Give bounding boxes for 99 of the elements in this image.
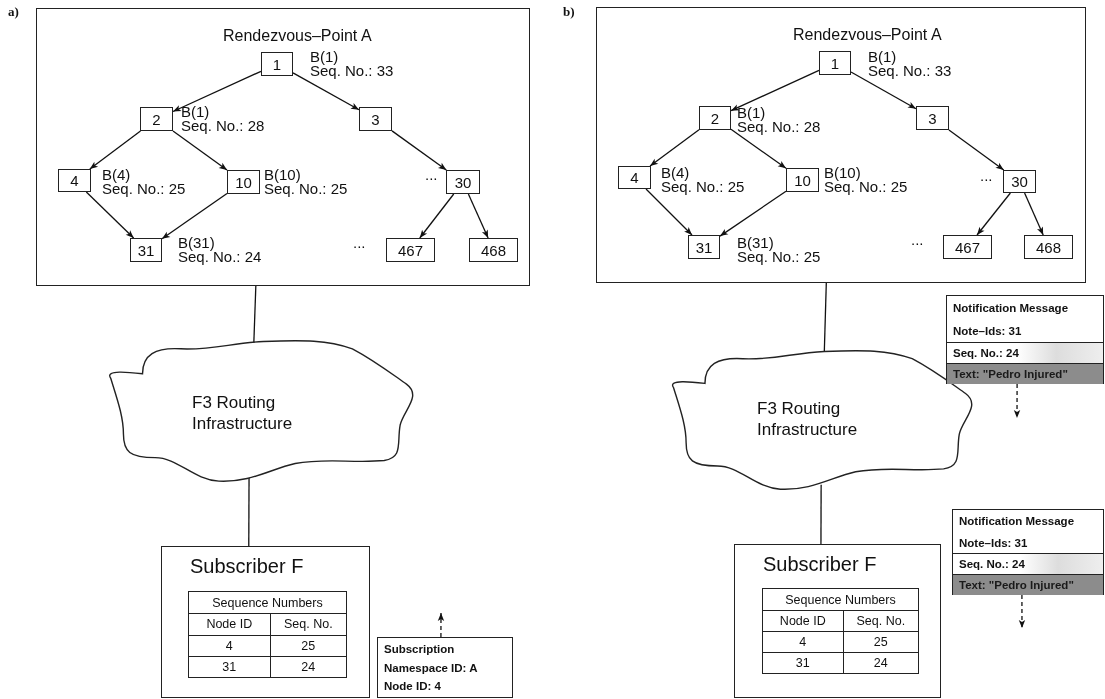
tree-node-box: 2: [140, 107, 173, 131]
tree-node-box: 30: [446, 170, 480, 194]
message-text: Note–Ids: 31: [958, 535, 1029, 551]
arrow: [850, 71, 917, 110]
message-text: Notification Message: [958, 514, 1076, 529]
subscriber-title: Subscriber F: [763, 553, 877, 576]
cloud-label: F3 Routing Infrastructure: [757, 398, 859, 440]
arrow: [292, 72, 360, 111]
node-annotation: B(1) Seq. No.: 28: [737, 106, 821, 134]
node-annotation: ...: [980, 169, 993, 183]
table-cell: 4: [763, 631, 844, 652]
arrow: [645, 188, 693, 236]
arrow: [172, 130, 228, 171]
connector-line: [820, 484, 822, 545]
tree-node-box: 10: [786, 168, 819, 192]
message-box: [952, 509, 1104, 595]
node-annotation: B(10) Seq. No.: 25: [264, 168, 348, 196]
message-text: Text: "Pedro Injured": [953, 574, 1103, 595]
connector-line: [823, 282, 827, 354]
tree-node-box: 1: [261, 52, 293, 76]
node-annotation: ...: [353, 236, 366, 250]
message-text: Seq. No.: 24: [947, 342, 1103, 363]
arrow: [172, 70, 262, 113]
panel-title: Rendezvous–Point A: [793, 26, 942, 44]
table-header: Sequence Numbers: [784, 591, 897, 609]
dashed-arrow: [1013, 383, 1021, 419]
table-cell: 4: [189, 634, 271, 656]
arrow: [1023, 192, 1044, 236]
arrow: [467, 193, 489, 239]
panel-letter: a): [8, 4, 19, 20]
tree-node-box: 31: [688, 235, 720, 259]
panel-title: Rendezvous–Point A: [223, 27, 372, 45]
node-annotation: B(31) Seq. No.: 24: [178, 236, 262, 264]
tree-node-box: 1: [819, 51, 851, 75]
table-cell: 25: [270, 634, 346, 656]
node-annotation: B(4) Seq. No.: 25: [102, 168, 186, 196]
table-header: Node ID: [763, 610, 844, 631]
table-cell: 24: [843, 652, 918, 673]
table-header: Node ID: [189, 613, 271, 635]
message-text: Note–Ids: 31: [952, 324, 1023, 339]
node-annotation: B(10) Seq. No.: 25: [824, 166, 908, 194]
subscriber-box: [161, 546, 370, 698]
connector-line: [253, 285, 257, 344]
table-header: Seq. No.: [270, 613, 346, 635]
rendezvous-point-panel: [36, 8, 530, 286]
table-header: Sequence Numbers: [211, 594, 324, 612]
tree-node-box: 467: [943, 235, 992, 259]
tree-node-box: 10: [227, 170, 260, 194]
subscriber-title: Subscriber F: [190, 555, 304, 578]
sequence-table: [188, 591, 347, 678]
tree-node-box: 30: [1003, 170, 1036, 193]
arrow: [391, 130, 447, 171]
message-text: Seq. No.: 24: [953, 553, 1103, 574]
arrow: [976, 192, 1011, 236]
arrow: [161, 192, 228, 240]
message-text: Notification Message: [952, 301, 1070, 316]
node-annotation: B(1) Seq. No.: 33: [868, 50, 952, 78]
tree-node-box: 3: [916, 106, 949, 130]
arrow: [730, 69, 820, 112]
subscriber-box: [734, 544, 941, 698]
node-annotation: ...: [911, 233, 924, 247]
arrow: [85, 191, 135, 239]
connector-line: [248, 476, 250, 547]
table-header: Seq. No.: [843, 610, 918, 631]
table-cell: 24: [270, 655, 346, 677]
node-annotation: ...: [425, 168, 438, 182]
sequence-table: [762, 588, 919, 674]
rendezvous-point-panel: [596, 7, 1086, 283]
tree-node-box: 4: [618, 166, 651, 189]
table-cell: 31: [189, 655, 271, 677]
panel-letter: b): [563, 4, 575, 20]
dashed-arrow: [437, 612, 445, 638]
tree-node-box: 467: [386, 238, 435, 262]
tree-node-box: 4: [58, 169, 91, 192]
tree-node-box: 468: [469, 238, 518, 262]
arrow: [730, 128, 787, 169]
tree-node-box: 3: [359, 107, 392, 131]
tree-node-box: 468: [1024, 235, 1073, 259]
arrow: [719, 190, 787, 237]
node-annotation: B(4) Seq. No.: 25: [661, 166, 745, 194]
node-annotation: B(1) Seq. No.: 33: [310, 50, 394, 78]
arrow: [89, 130, 142, 170]
dashed-arrow: [1018, 594, 1026, 629]
message-box: [946, 295, 1104, 384]
arrow: [649, 129, 700, 167]
message-text: Node ID: 4: [383, 679, 442, 694]
table-cell: 31: [763, 652, 844, 673]
message-text: Subscription: [383, 641, 456, 657]
tree-node-box: 2: [699, 106, 731, 130]
message-box: [377, 637, 513, 698]
node-annotation: B(1) Seq. No.: 28: [181, 105, 265, 133]
tree-node-box: 31: [130, 238, 162, 262]
cloud-label: F3 Routing Infrastructure: [192, 392, 294, 434]
message-text: Text: "Pedro Injured": [947, 363, 1103, 384]
arrow: [948, 129, 1005, 171]
table-cell: 25: [843, 631, 918, 652]
message-text: Namespace ID: A: [383, 661, 479, 676]
node-annotation: B(31) Seq. No.: 25: [737, 236, 821, 264]
arrow: [419, 193, 455, 239]
